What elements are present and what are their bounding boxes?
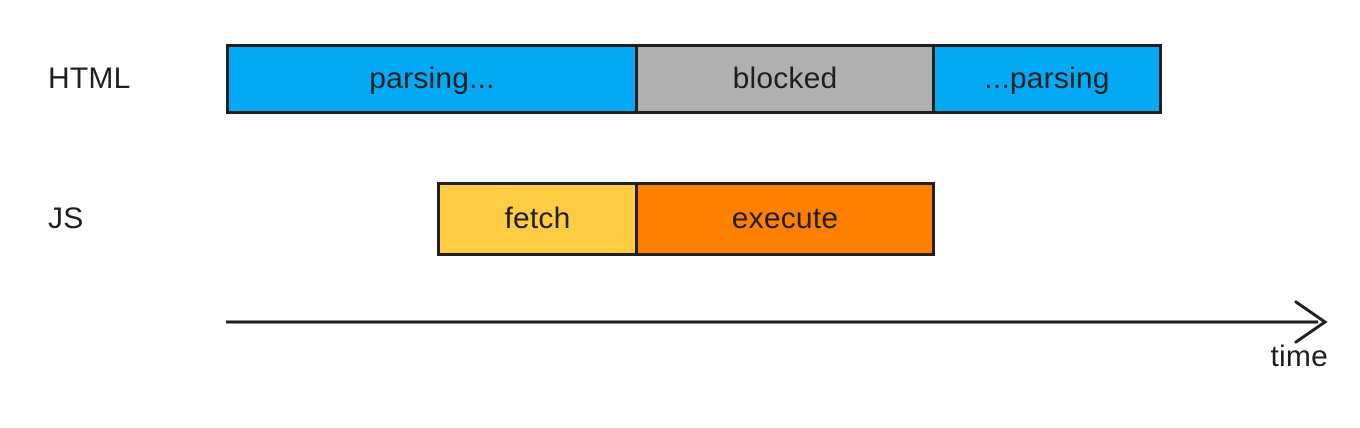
segment-html-parsing-resumed: ...parsing (932, 44, 1162, 114)
segment-js-execute: execute (635, 182, 935, 256)
time-axis-arrow (220, 296, 1335, 350)
segment-html-blocked: blocked (635, 44, 935, 114)
arrow-right-icon (226, 300, 1328, 344)
timeline-track-html: parsing... blocked ...parsing (226, 44, 1168, 114)
segment-js-fetch: fetch (437, 182, 638, 256)
timeline-track-js: fetch execute (437, 182, 938, 256)
row-label-html: HTML (48, 62, 131, 95)
row-label-js: JS (48, 202, 84, 235)
time-axis-label: time (1270, 340, 1328, 373)
segment-html-parsing: parsing... (226, 44, 638, 114)
